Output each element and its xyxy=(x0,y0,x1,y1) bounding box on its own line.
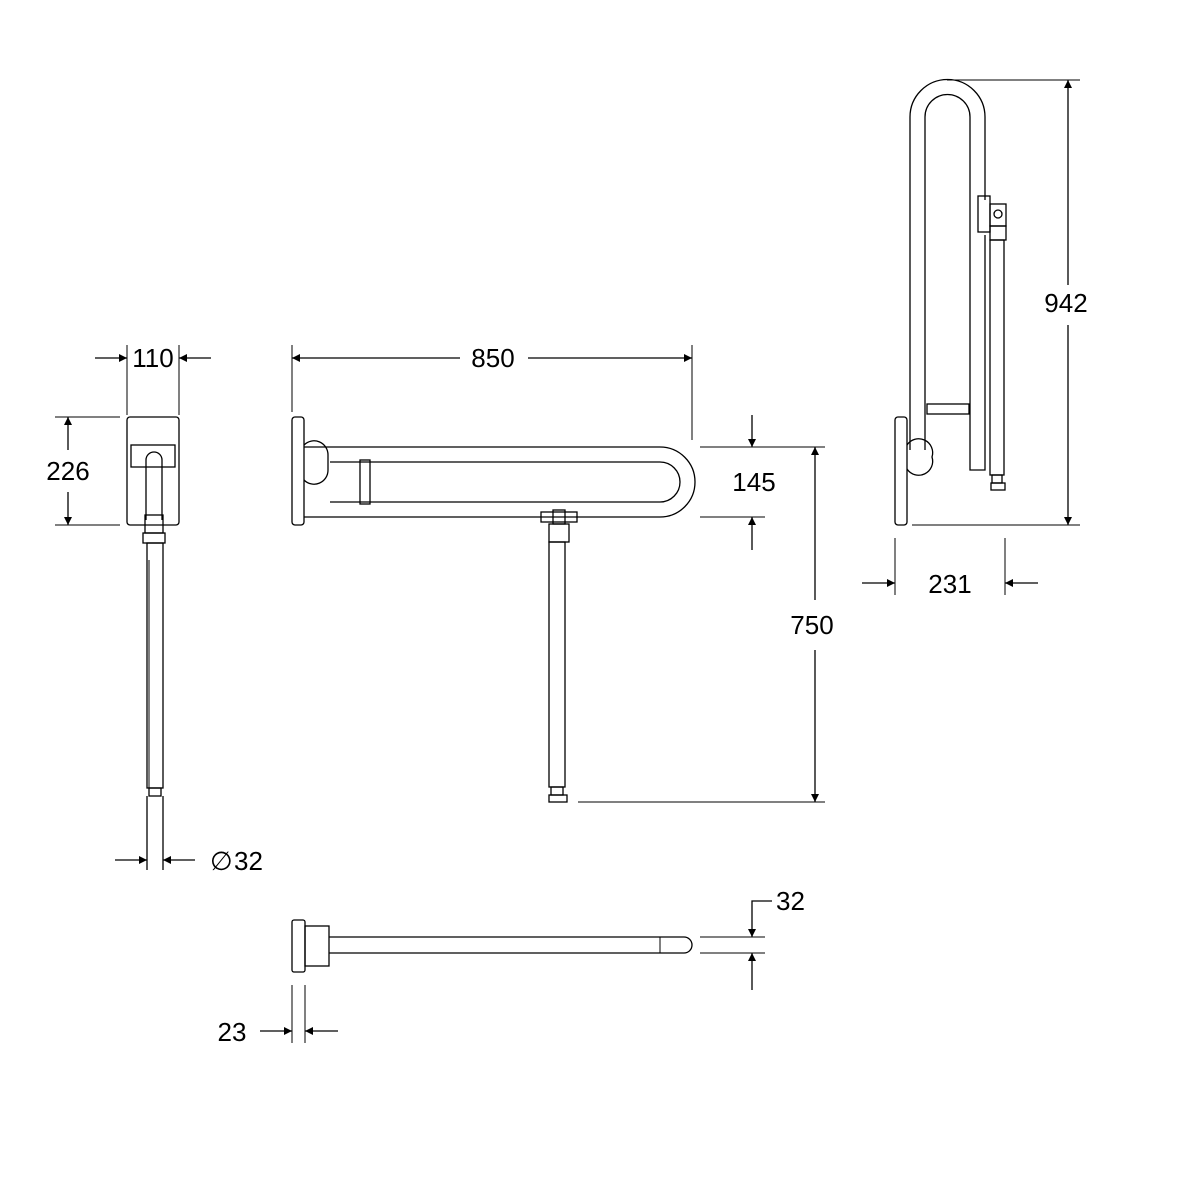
side-view: 850 145 750 xyxy=(291,343,834,803)
dim-bar-tube: 32 xyxy=(776,886,805,916)
folded-view: 942 231 xyxy=(862,78,1088,599)
top-view: 23 32 xyxy=(218,886,805,1047)
dim-folded-depth: 231 xyxy=(928,569,971,599)
dim-tube-diameter: 32 xyxy=(234,846,263,876)
dim-leg-height: 750 xyxy=(790,610,833,640)
diameter-symbol: ∅ xyxy=(210,846,233,876)
dim-plate-thickness: 23 xyxy=(218,1017,247,1047)
dim-folded-height: 942 xyxy=(1044,288,1087,318)
front-view: 110 226 ∅ 32 xyxy=(46,343,263,876)
dim-plate-width: 110 xyxy=(132,343,173,373)
dim-bar-spacing: 145 xyxy=(732,467,775,497)
dim-bar-length: 850 xyxy=(471,343,514,373)
dim-plate-height: 226 xyxy=(46,456,89,486)
